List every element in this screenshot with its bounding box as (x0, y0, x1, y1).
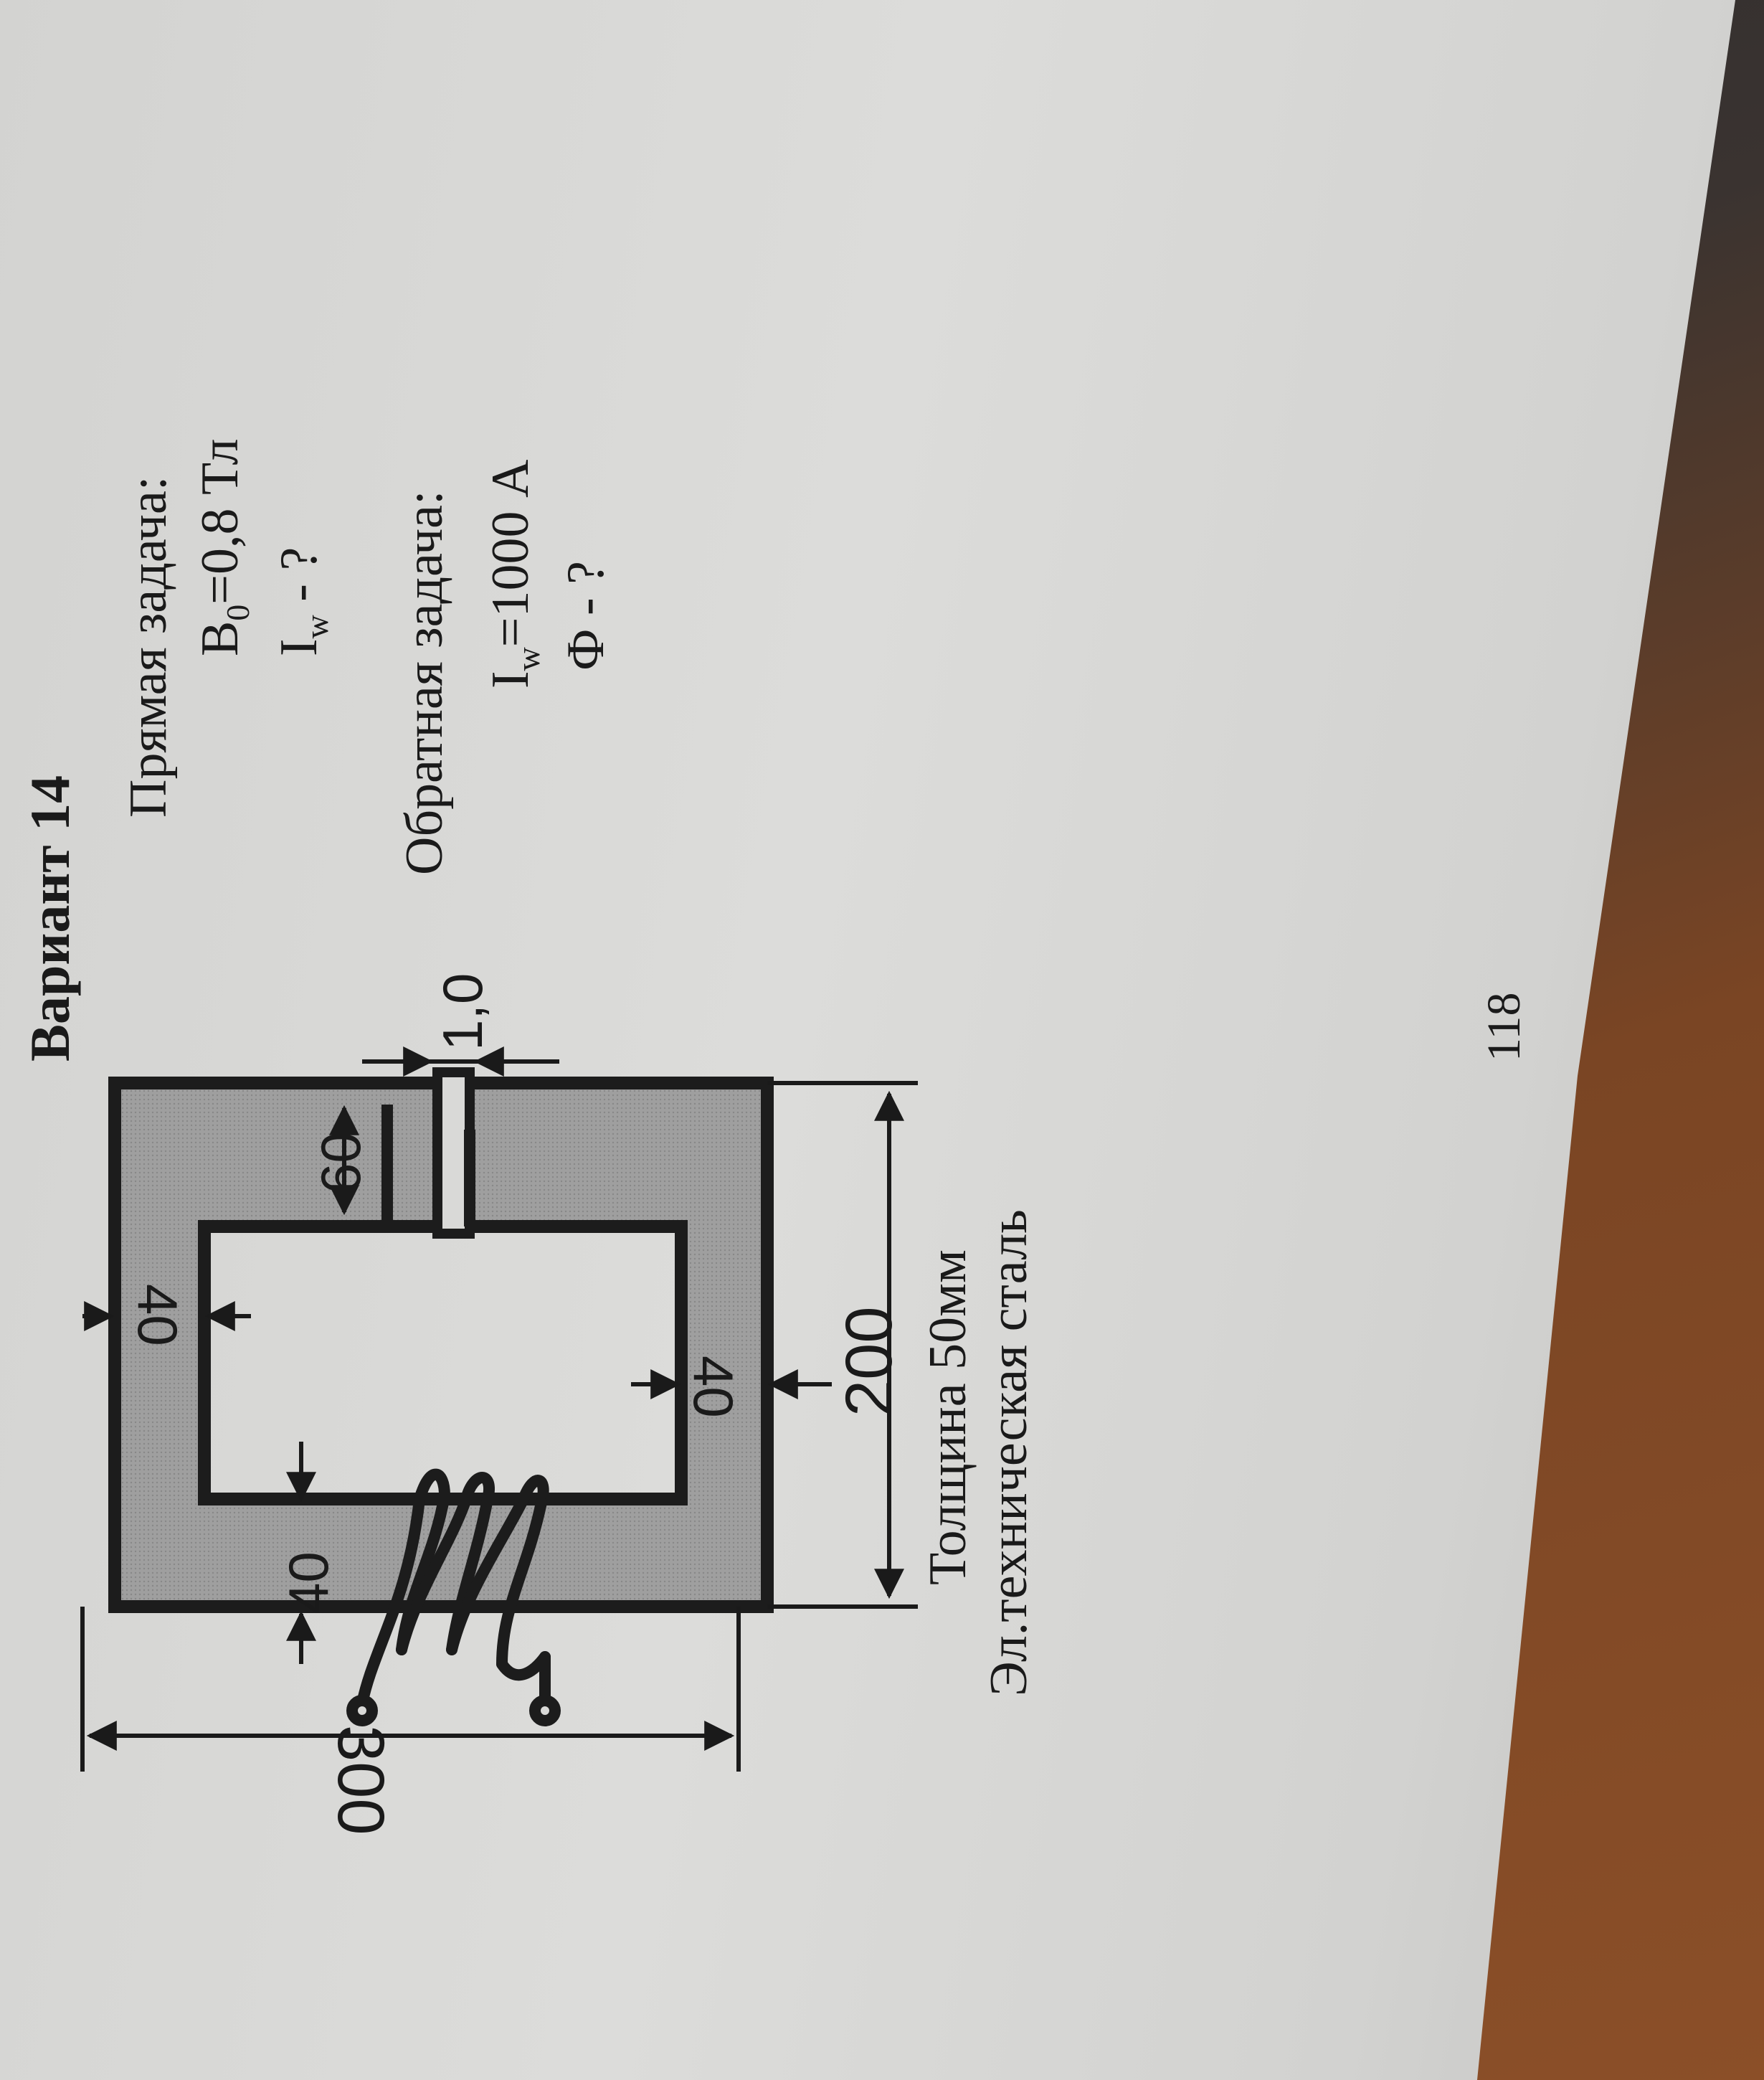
direct-task-find: Iw - ? (270, 547, 335, 656)
direct-task-heading: Прямая задача: (119, 476, 178, 818)
steel-core (108, 1067, 774, 1613)
variant-title: Вариант 14 (19, 775, 81, 1062)
inverse-task-find: Ф - ? (556, 561, 615, 671)
dim-label-top-40: 40 (126, 1284, 189, 1346)
dim-label-200: 200 (833, 1306, 906, 1417)
dim-label-60: 60 (309, 1132, 372, 1194)
dim-label-bottom-40: 40 (682, 1356, 745, 1418)
thickness-note: Толщина 50мм (919, 1249, 977, 1585)
direct-task-given: B0=0,8 Тл (191, 438, 256, 656)
material-note: Эл.техническая сталь (980, 1209, 1038, 1696)
page-number: 118 (1478, 992, 1530, 1062)
dim-label-left-40: 40 (277, 1551, 340, 1614)
inverse-task-given: Iw=1000 А (481, 459, 546, 689)
dim-label-300: 300 (324, 1725, 397, 1835)
dimension-lines (80, 1046, 918, 1772)
inverse-task-heading: Обратная задача: (395, 490, 454, 875)
dim-label-gap: 1,0 (431, 973, 494, 1051)
